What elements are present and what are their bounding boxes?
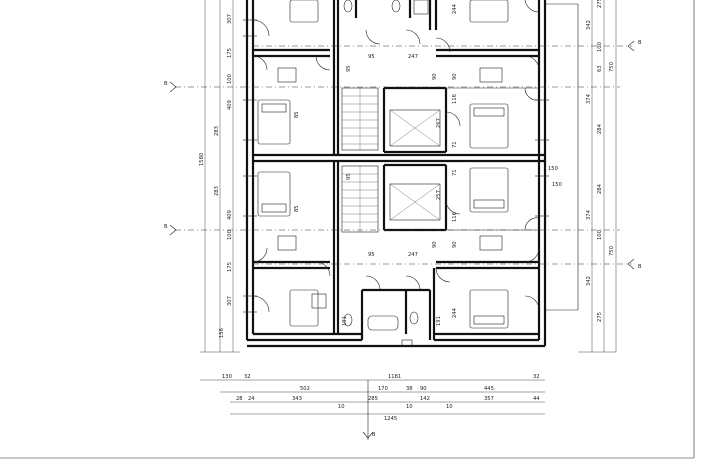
ldim-175-b: 175 (227, 262, 233, 272)
dim-10-c: 10 (446, 404, 453, 410)
room-dim-71-a: 71 (452, 141, 458, 148)
dim-343: 343 (292, 396, 302, 402)
rdim-63: 63 (597, 65, 603, 72)
wardrobes (389, 109, 441, 221)
right-dimension-labels: 275 342 100 63 750 374 284 150 284 374 7… (552, 0, 615, 322)
room-dim-267: 267 (436, 118, 442, 128)
room-dim-85-b: 85 (294, 205, 300, 212)
dimension-lines (200, 0, 617, 415)
dim-28: 28 (236, 396, 243, 402)
interior-walls-upper (253, 0, 539, 155)
left-dimension-labels: 307 175 100 409 283 1580 283 409 100 175… (199, 14, 233, 338)
room-dim-95-b: 95 (368, 252, 375, 258)
beds (257, 0, 509, 329)
rdim-342-a: 342 (586, 20, 592, 30)
dim-1245: 1245 (384, 416, 397, 422)
room-dim-95-c: 95 (346, 173, 352, 180)
section-markers: B B B B B (164, 40, 642, 438)
room-dim-116-a: 116 (452, 94, 458, 104)
sheet-frame (0, 0, 695, 459)
ldim-100-b: 100 (227, 230, 233, 240)
ldim-409-b: 409 (227, 210, 233, 220)
dim-38: 38 (406, 386, 413, 392)
ldim-1580: 1580 (199, 153, 205, 166)
dim-44: 44 (533, 396, 540, 402)
room-dim-257: 257 (436, 190, 442, 200)
room-dim-247-a: 247 (408, 54, 418, 60)
room-dim-191-a: 191 (342, 316, 348, 326)
party-wall (253, 153, 545, 163)
rdim-750-b: 750 (609, 246, 615, 256)
section-mark-left-upper: B (164, 81, 168, 87)
staircase-upper (341, 87, 379, 151)
dim-1181: 1181 (388, 374, 401, 380)
section-mark-right-upper: B (638, 40, 642, 46)
section-lines (169, 40, 635, 440)
ldim-100-a: 100 (227, 74, 233, 84)
dim-502: 502 (300, 386, 310, 392)
rdim-284-b: 284 (597, 183, 603, 194)
ldim-283-a: 283 (214, 126, 220, 136)
room-dim-85-a: 85 (294, 111, 300, 118)
bathroom-fixtures (277, 0, 503, 347)
room-dim-247-b: 247 (408, 252, 418, 258)
section-mark-left-lower: B (164, 224, 168, 230)
room-dim-90-b: 90 (432, 73, 438, 80)
dim-130: 130 (222, 374, 232, 380)
rdim-150: 150 (552, 182, 562, 188)
room-dim-95-a: 95 (368, 54, 375, 60)
dim-10-b: 10 (406, 404, 413, 410)
room-dim-150: 150 (548, 166, 558, 172)
dim-445: 445 (484, 386, 494, 392)
dim-10-a: 10 (338, 404, 345, 410)
rdim-275-b: 275 (597, 312, 603, 322)
rdim-374-b: 374 (586, 209, 592, 220)
rdim-284-a: 284 (597, 123, 603, 134)
dim-24: 24 (248, 396, 255, 402)
dim-285: 285 (368, 396, 378, 402)
ldim-175-a: 175 (227, 48, 233, 58)
rdim-374-a: 374 (586, 93, 592, 104)
ldim-156: 156 (219, 328, 225, 338)
dim-357: 357 (484, 396, 494, 402)
bottom-dimension-labels: 130 32 1181 32 502 170 38 90 445 28 24 3… (222, 374, 540, 422)
ldim-283-b: 283 (214, 186, 220, 196)
room-dim-116-b: 116 (452, 212, 458, 222)
dim-90: 90 (420, 386, 427, 392)
room-dim-90-c: 90 (452, 241, 458, 248)
staircase-lower (341, 165, 379, 233)
dim-32-left: 32 (244, 374, 251, 380)
room-dim-90-a: 90 (452, 73, 458, 80)
rdim-275-a: 275 (597, 0, 603, 8)
dim-142: 142 (420, 396, 430, 402)
room-dim-95-d: 95 (346, 65, 352, 72)
exterior-walls (245, 0, 579, 348)
rdim-100-a: 100 (597, 42, 603, 52)
room-dim-244-b: 244 (452, 307, 458, 318)
section-mark-right-lower: B (638, 264, 642, 270)
window-marks (243, 19, 549, 313)
rdim-342-b: 342 (586, 276, 592, 286)
interior-walls-lower (253, 161, 539, 340)
room-dim-90-d: 90 (432, 241, 438, 248)
room-dim-244-a: 244 (452, 3, 458, 14)
dim-32-right: 32 (533, 374, 540, 380)
section-mark-bottom: B (372, 432, 376, 438)
rdim-100-b: 100 (597, 230, 603, 240)
room-dimension-labels: 95 247 95 247 90 90 116 71 71 116 90 90 … (294, 3, 558, 326)
dim-170: 170 (378, 386, 388, 392)
rdim-750-a: 750 (609, 62, 615, 72)
room-dim-71-b: 71 (452, 169, 458, 176)
ldim-307-a: 307 (227, 14, 233, 24)
room-dim-191-b: 191 (436, 316, 442, 326)
ldim-409-a: 409 (227, 100, 233, 110)
ldim-307-b: 307 (227, 296, 233, 306)
